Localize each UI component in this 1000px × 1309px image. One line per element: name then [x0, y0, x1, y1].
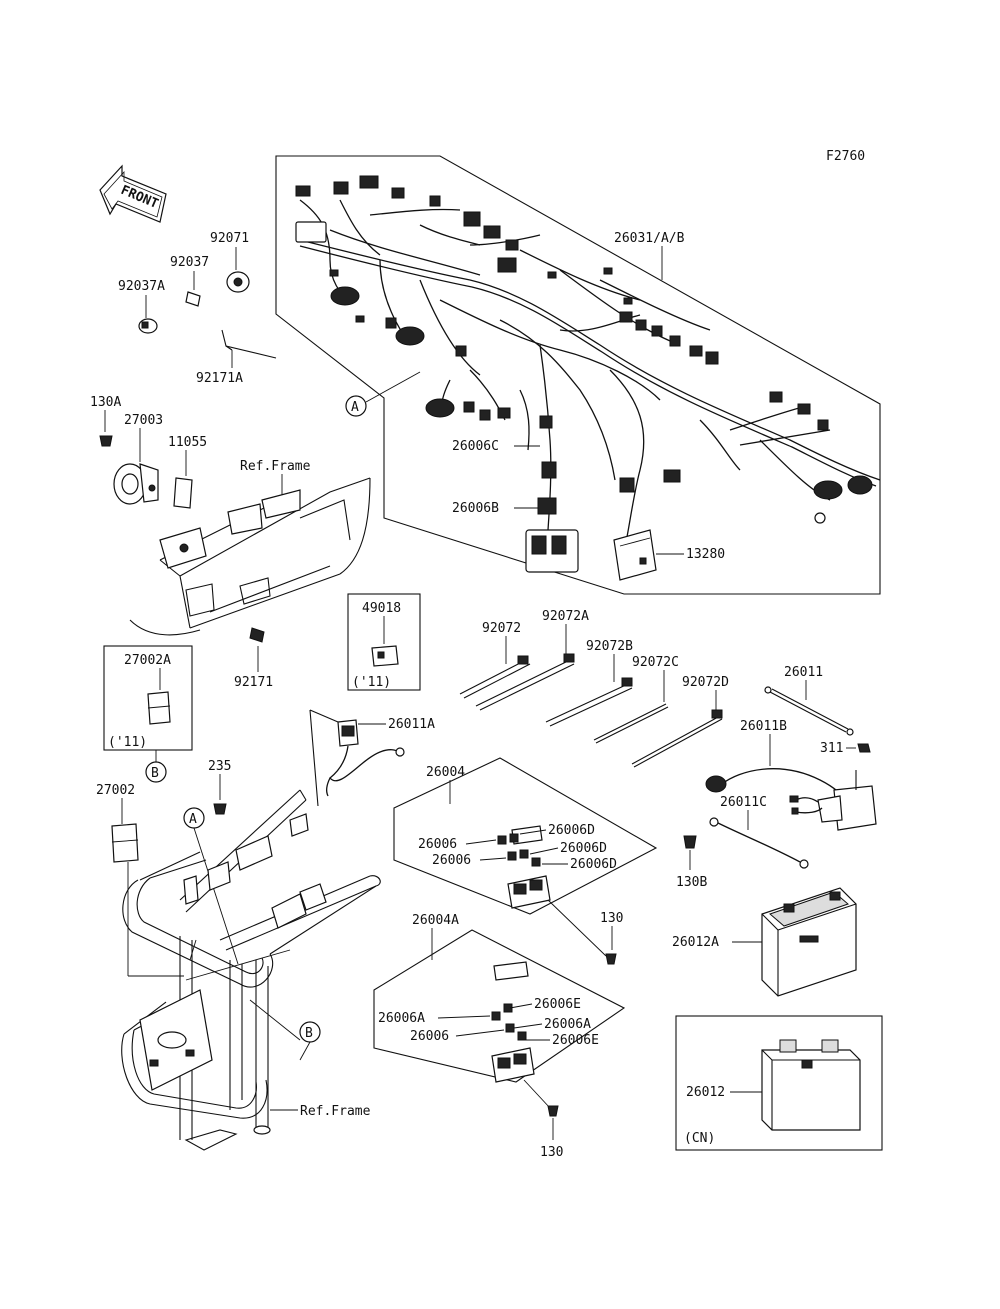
fuse-box-26004-panel: 26004 26006 26006D 26006D 26006 26006D	[393, 757, 658, 915]
svg-text:26011B: 26011B	[740, 719, 787, 734]
svg-text:('11): ('11)	[352, 675, 391, 690]
svg-text:26006B: 26006B	[452, 501, 499, 516]
svg-text:130: 130	[600, 911, 623, 926]
svg-text:A: A	[351, 400, 359, 415]
svg-text:26006A: 26006A	[378, 1011, 425, 1026]
callout-a-upper: A	[345, 371, 421, 417]
svg-text:('11): ('11)	[108, 735, 147, 750]
box-49018: 49018 ('11)	[347, 593, 421, 691]
svg-text:130A: 130A	[90, 395, 121, 410]
relay-26011A: 26011A	[309, 709, 435, 807]
svg-text:26006: 26006	[418, 837, 457, 852]
bracket-92171A: 92171A	[196, 329, 277, 386]
horn-27003: 27003	[113, 413, 163, 505]
svg-text:27003: 27003	[124, 413, 163, 428]
svg-text:26006D: 26006D	[560, 841, 607, 856]
bolt-235: 235	[208, 759, 231, 815]
svg-text:26006A: 26006A	[544, 1017, 591, 1032]
svg-text:130B: 130B	[676, 875, 707, 890]
svg-text:Ref.Frame: Ref.Frame	[300, 1104, 371, 1119]
svg-text:49018: 49018	[362, 601, 401, 616]
svg-text:26031/A/B: 26031/A/B	[614, 231, 685, 246]
cable-tie-92072: 92072	[459, 621, 531, 699]
svg-text:92072: 92072	[482, 621, 521, 636]
figure-code: F2760	[826, 149, 865, 164]
svg-text:26004: 26004	[426, 765, 465, 780]
svg-text:26006E: 26006E	[552, 1033, 599, 1048]
cable-26011B: 26011B	[705, 719, 851, 805]
svg-text:26006D: 26006D	[570, 857, 617, 872]
main-harness-panel	[275, 155, 881, 595]
svg-text:92071: 92071	[210, 231, 249, 246]
svg-text:26006: 26006	[410, 1029, 449, 1044]
svg-text:(CN): (CN)	[684, 1131, 715, 1146]
svg-text:92037A: 92037A	[118, 279, 165, 294]
svg-text:27002A: 27002A	[124, 653, 171, 668]
box-27002A: 27002A ('11) B	[103, 645, 193, 783]
svg-text:92037: 92037	[170, 255, 209, 270]
svg-text:B: B	[151, 766, 159, 781]
nut-311: 311	[820, 741, 871, 756]
svg-text:130: 130	[540, 1145, 563, 1160]
box-26012: 26012 (CN)	[675, 1015, 883, 1151]
svg-text:92171A: 92171A	[196, 371, 243, 386]
svg-text:92072B: 92072B	[586, 639, 633, 654]
svg-text:26011C: 26011C	[720, 795, 767, 810]
svg-text:92072D: 92072D	[682, 675, 729, 690]
svg-text:26006D: 26006D	[548, 823, 595, 838]
svg-text:Ref.Frame: Ref.Frame	[240, 459, 311, 474]
cable-26011: 26011	[764, 665, 854, 736]
cable-tie-92072A: 92072A	[475, 609, 589, 711]
cable-26011C: 26011C	[709, 795, 809, 869]
svg-text:26006E: 26006E	[534, 997, 581, 1012]
svg-text:26012: 26012	[686, 1085, 725, 1100]
svg-text:27002: 27002	[96, 783, 135, 798]
svg-text:11055: 11055	[168, 435, 207, 450]
svg-text:26006C: 26006C	[452, 439, 499, 454]
svg-text:92171: 92171	[234, 675, 273, 690]
relay-block	[525, 529, 579, 573]
fuse-box-26004A-panel: 26004A 26006E 26006A 26006A 26006 26006E	[373, 913, 626, 1083]
svg-text:26004A: 26004A	[412, 913, 459, 928]
callout-b-lower: B	[249, 999, 321, 1061]
cable-tie-92072B: 92072B	[545, 639, 633, 727]
grommet-92071: 92071	[210, 231, 250, 293]
battery-26012A: 26012A	[672, 887, 857, 997]
clamp-92037A: 92037A	[118, 279, 165, 334]
bolt-130A: 130A	[90, 395, 121, 447]
starter-relay	[789, 770, 877, 831]
svg-text:B: B	[305, 1026, 313, 1041]
svg-text:26011A: 26011A	[388, 717, 435, 732]
svg-text:26006: 26006	[432, 853, 471, 868]
cable-tie-92072D: 92072D	[631, 675, 729, 768]
bolt-130B: 130B	[676, 835, 707, 890]
label-26031: 26031/A/B	[614, 231, 685, 280]
bracket-11055: 11055	[168, 435, 207, 509]
svg-text:26012A: 26012A	[672, 935, 719, 950]
svg-text:311: 311	[820, 741, 843, 756]
bracket-92171: 92171	[234, 627, 273, 690]
clamp-92037: 92037	[170, 255, 209, 307]
front-arrow-icon: FRONT	[99, 164, 167, 223]
callout-a-lower: A	[183, 807, 239, 965]
bolt-130-lower: 130	[523, 1079, 563, 1160]
relay-27002: 27002	[96, 783, 184, 977]
main-wiring-harness	[295, 175, 881, 573]
svg-text:26011: 26011	[784, 665, 823, 680]
bolt-130-upper: 130	[547, 899, 623, 965]
frame-upper: Ref.Frame	[129, 459, 371, 636]
svg-text:235: 235	[208, 759, 231, 774]
cable-tie-92072C: 92072C	[593, 655, 679, 744]
cover-13280: 13280	[613, 529, 725, 581]
label-26006C: 26006C	[452, 439, 540, 454]
svg-text:92072A: 92072A	[542, 609, 589, 624]
svg-text:A: A	[189, 812, 197, 827]
svg-text:13280: 13280	[686, 547, 725, 562]
frame-lower	[121, 789, 381, 1151]
label-ref-frame-lower: Ref.Frame	[270, 1104, 371, 1119]
label-26006B: 26006B	[452, 501, 538, 516]
svg-text:92072C: 92072C	[632, 655, 679, 670]
